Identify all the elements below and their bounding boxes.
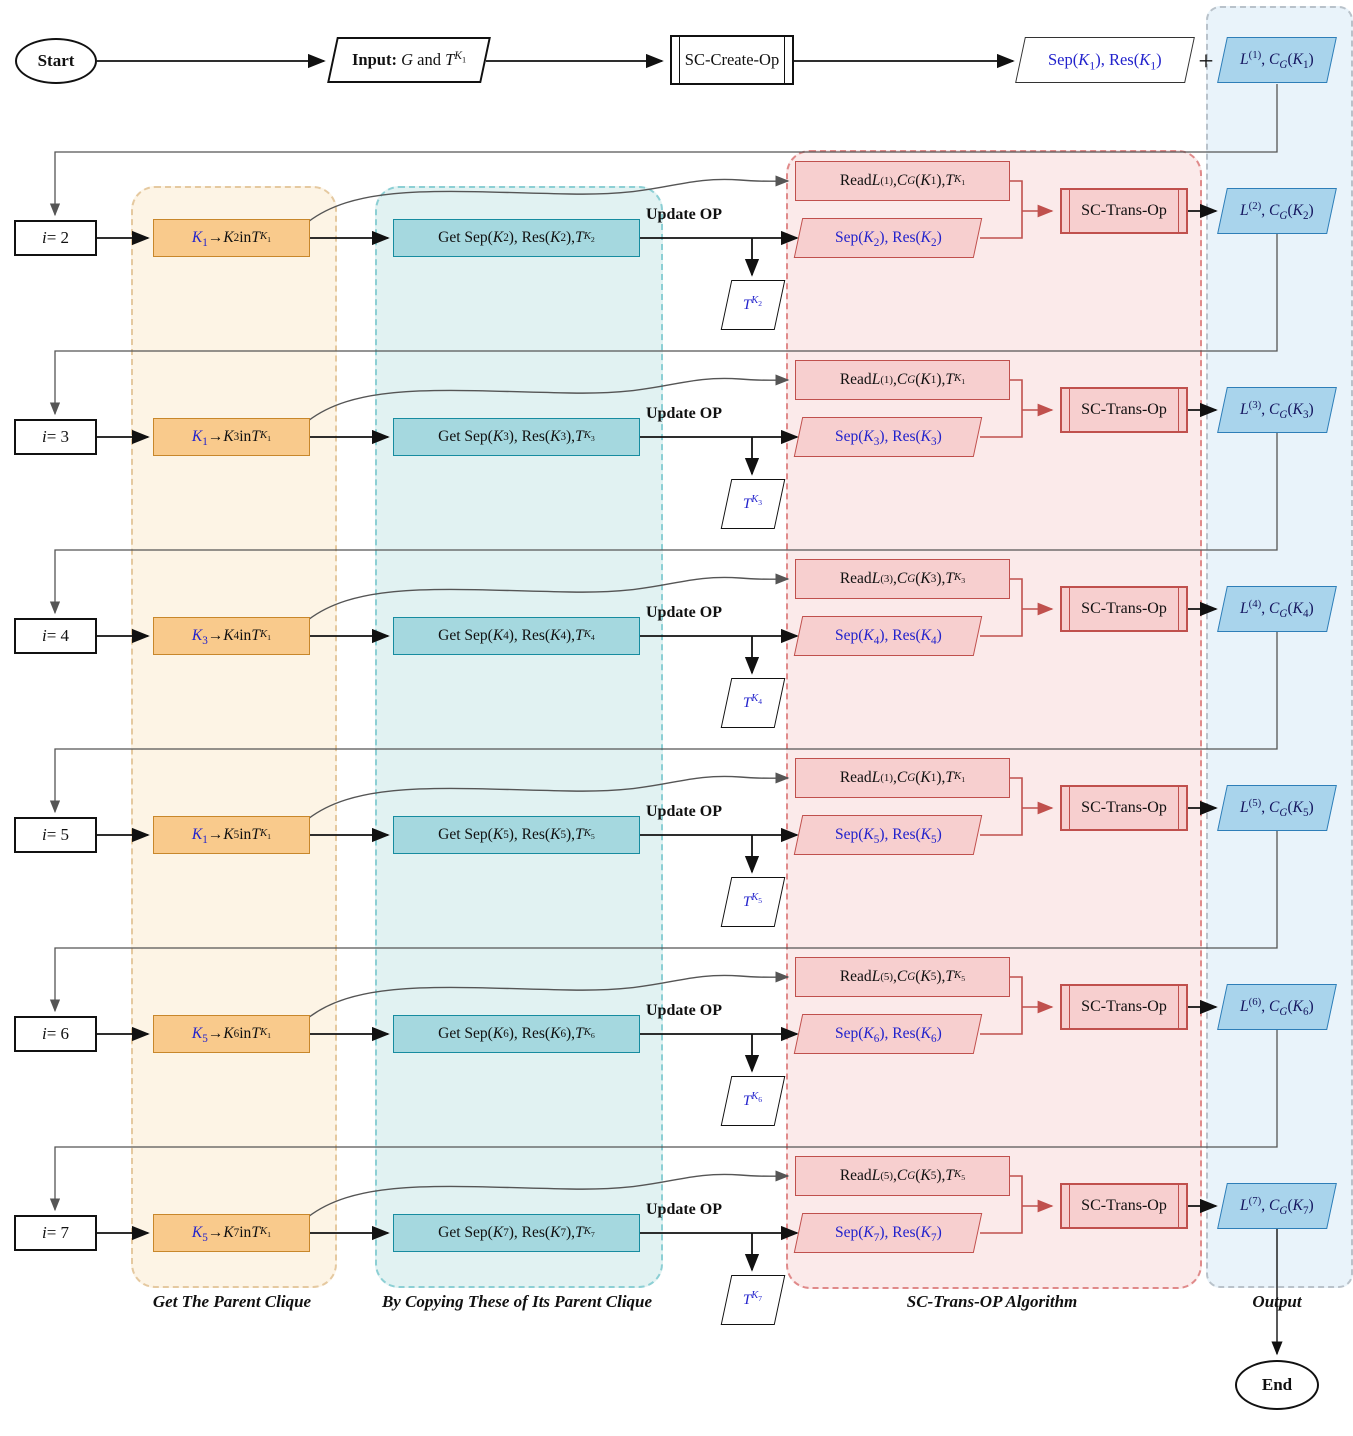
sc-create-op-box: SC-Create-Op: [670, 35, 794, 85]
sc-trans-op-label: SC-Trans-Op: [1081, 799, 1167, 816]
sep-res-k1-label: Sep(K1), Res(K1): [1048, 50, 1162, 73]
tree-file-label: TK2: [743, 294, 763, 313]
sc-trans-op-box: SC-Trans-Op: [1060, 785, 1188, 831]
sc-trans-op-label: SC-Trans-Op: [1081, 1197, 1167, 1214]
tree-file-label: TK6: [743, 1090, 763, 1109]
sep-res-parallelogram: Sep(K2), Res(K2): [793, 218, 983, 258]
sep-res-label: Sep(K3), Res(K3): [834, 428, 942, 449]
tree-file-label: TK3: [743, 493, 763, 512]
output-label: L(7), CG(K7): [1240, 1194, 1314, 1218]
sc-trans-op-box: SC-Trans-Op: [1060, 188, 1188, 234]
sc-trans-op-box: SC-Trans-Op: [1060, 387, 1188, 433]
iteration-index-box: i = 3: [14, 419, 97, 455]
update-op-label: Update OP: [646, 1002, 722, 1019]
sc-trans-op-label: SC-Trans-Op: [1081, 202, 1167, 219]
update-op-label: Update OP: [646, 803, 722, 820]
sep-res-label: Sep(K6), Res(K6): [834, 1025, 942, 1046]
sep-res-k1-parallelogram: Sep(K1), Res(K1): [1015, 37, 1195, 83]
sc-trans-op-label: SC-Trans-Op: [1081, 600, 1167, 617]
output-parallelogram: L(4), CG(K4): [1217, 586, 1337, 632]
output-label: L(2), CG(K2): [1240, 199, 1314, 223]
output-label: L(5), CG(K5): [1240, 796, 1314, 820]
iteration-index-box: i = 4: [14, 618, 97, 654]
tree-file-parallelogram: TK6: [720, 1076, 786, 1126]
trans-region-caption: SC-Trans-OP Algorithm: [906, 1292, 1078, 1311]
tree-file-parallelogram: TK5: [720, 877, 786, 927]
copy-region-caption: By Copying These of Its Parent Clique: [381, 1292, 653, 1311]
start-terminal: Start: [15, 38, 97, 84]
tree-file-parallelogram: TK4: [720, 678, 786, 728]
end-terminal: End: [1235, 1360, 1319, 1410]
sc-trans-op-region: [786, 150, 1202, 1289]
plus-sign: +: [1198, 45, 1214, 76]
tree-file-label: TK5: [743, 891, 763, 910]
sc-trans-op-box: SC-Trans-Op: [1060, 984, 1188, 1030]
sc-trans-op-box: SC-Trans-Op: [1060, 1183, 1188, 1229]
sc-create-op-label: SC-Create-Op: [684, 50, 780, 69]
output-label: L(4), CG(K4): [1240, 597, 1314, 621]
input-parallelogram: Input: G and TK1: [327, 37, 491, 83]
update-op-label: Update OP: [646, 206, 722, 223]
iteration-index-box: i = 2: [14, 220, 97, 256]
iteration-index-box: i = 5: [14, 817, 97, 853]
sep-res-parallelogram: Sep(K7), Res(K7): [793, 1213, 983, 1253]
sep-res-label: Sep(K4), Res(K4): [834, 627, 942, 648]
tree-file-label: TK7: [743, 1289, 763, 1308]
sep-res-parallelogram: Sep(K6), Res(K6): [793, 1014, 983, 1054]
tree-file-parallelogram: TK7: [720, 1275, 786, 1325]
parent-clique-region: [131, 186, 337, 1288]
output-label: L(6), CG(K6): [1240, 995, 1314, 1019]
sep-res-label: Sep(K7), Res(K7): [834, 1224, 942, 1245]
update-op-label: Update OP: [646, 1201, 722, 1218]
sep-res-label: Sep(K5), Res(K5): [834, 826, 942, 847]
sc-trans-op-label: SC-Trans-Op: [1081, 998, 1167, 1015]
output-l1-label: L(1), CG(K1): [1240, 48, 1314, 72]
output-l1-parallelogram: L(1), CG(K1): [1217, 37, 1337, 83]
output-parallelogram: L(5), CG(K5): [1217, 785, 1337, 831]
sc-trans-op-box: SC-Trans-Op: [1060, 586, 1188, 632]
output-parallelogram: L(2), CG(K2): [1217, 188, 1337, 234]
sep-res-label: Sep(K2), Res(K2): [834, 229, 942, 250]
tree-file-parallelogram: TK3: [720, 479, 786, 529]
output-parallelogram: L(6), CG(K6): [1217, 984, 1337, 1030]
sc-trans-op-label: SC-Trans-Op: [1081, 401, 1167, 418]
iteration-index-box: i = 7: [14, 1215, 97, 1251]
tree-file-parallelogram: TK2: [720, 280, 786, 330]
input-label: Input: G and TK1: [351, 49, 467, 70]
update-op-label: Update OP: [646, 405, 722, 422]
update-op-label: Update OP: [646, 604, 722, 621]
sep-res-parallelogram: Sep(K3), Res(K3): [793, 417, 983, 457]
output-parallelogram: L(3), CG(K3): [1217, 387, 1337, 433]
output-parallelogram: L(7), CG(K7): [1217, 1183, 1337, 1229]
copy-parent-region: [375, 186, 663, 1288]
sep-res-parallelogram: Sep(K4), Res(K4): [793, 616, 983, 656]
tree-file-label: TK4: [743, 692, 763, 711]
iteration-index-box: i = 6: [14, 1016, 97, 1052]
parent-region-caption: Get The Parent Clique: [152, 1292, 312, 1311]
sep-res-parallelogram: Sep(K5), Res(K5): [793, 815, 983, 855]
output-label: L(3), CG(K3): [1240, 398, 1314, 422]
output-region-caption: Output: [1252, 1292, 1302, 1311]
